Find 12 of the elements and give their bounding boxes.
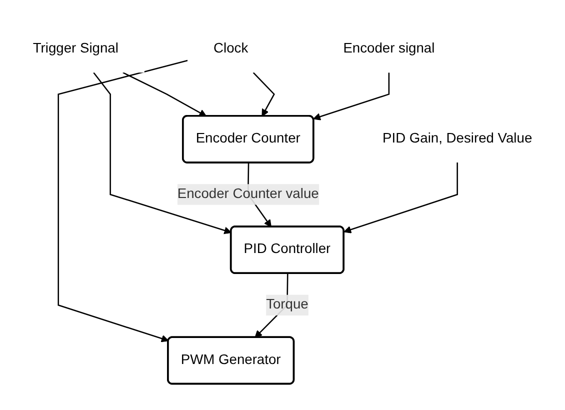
arrow — [344, 162, 458, 234]
node-text: Encoder signal — [343, 42, 435, 56]
arrow — [93, 72, 232, 234]
arrow — [58, 60, 188, 342]
arrow — [252, 72, 275, 117]
arrow — [313, 72, 390, 120]
node-text: Trigger Signal — [32, 42, 118, 56]
edge-label: Torque — [266, 297, 308, 312]
edge-label: Encoder Counter value — [177, 186, 319, 202]
node-text: PID Gain, Desired Value — [382, 132, 532, 146]
node-text: Clock — [214, 42, 248, 56]
arrow — [122, 72, 207, 117]
